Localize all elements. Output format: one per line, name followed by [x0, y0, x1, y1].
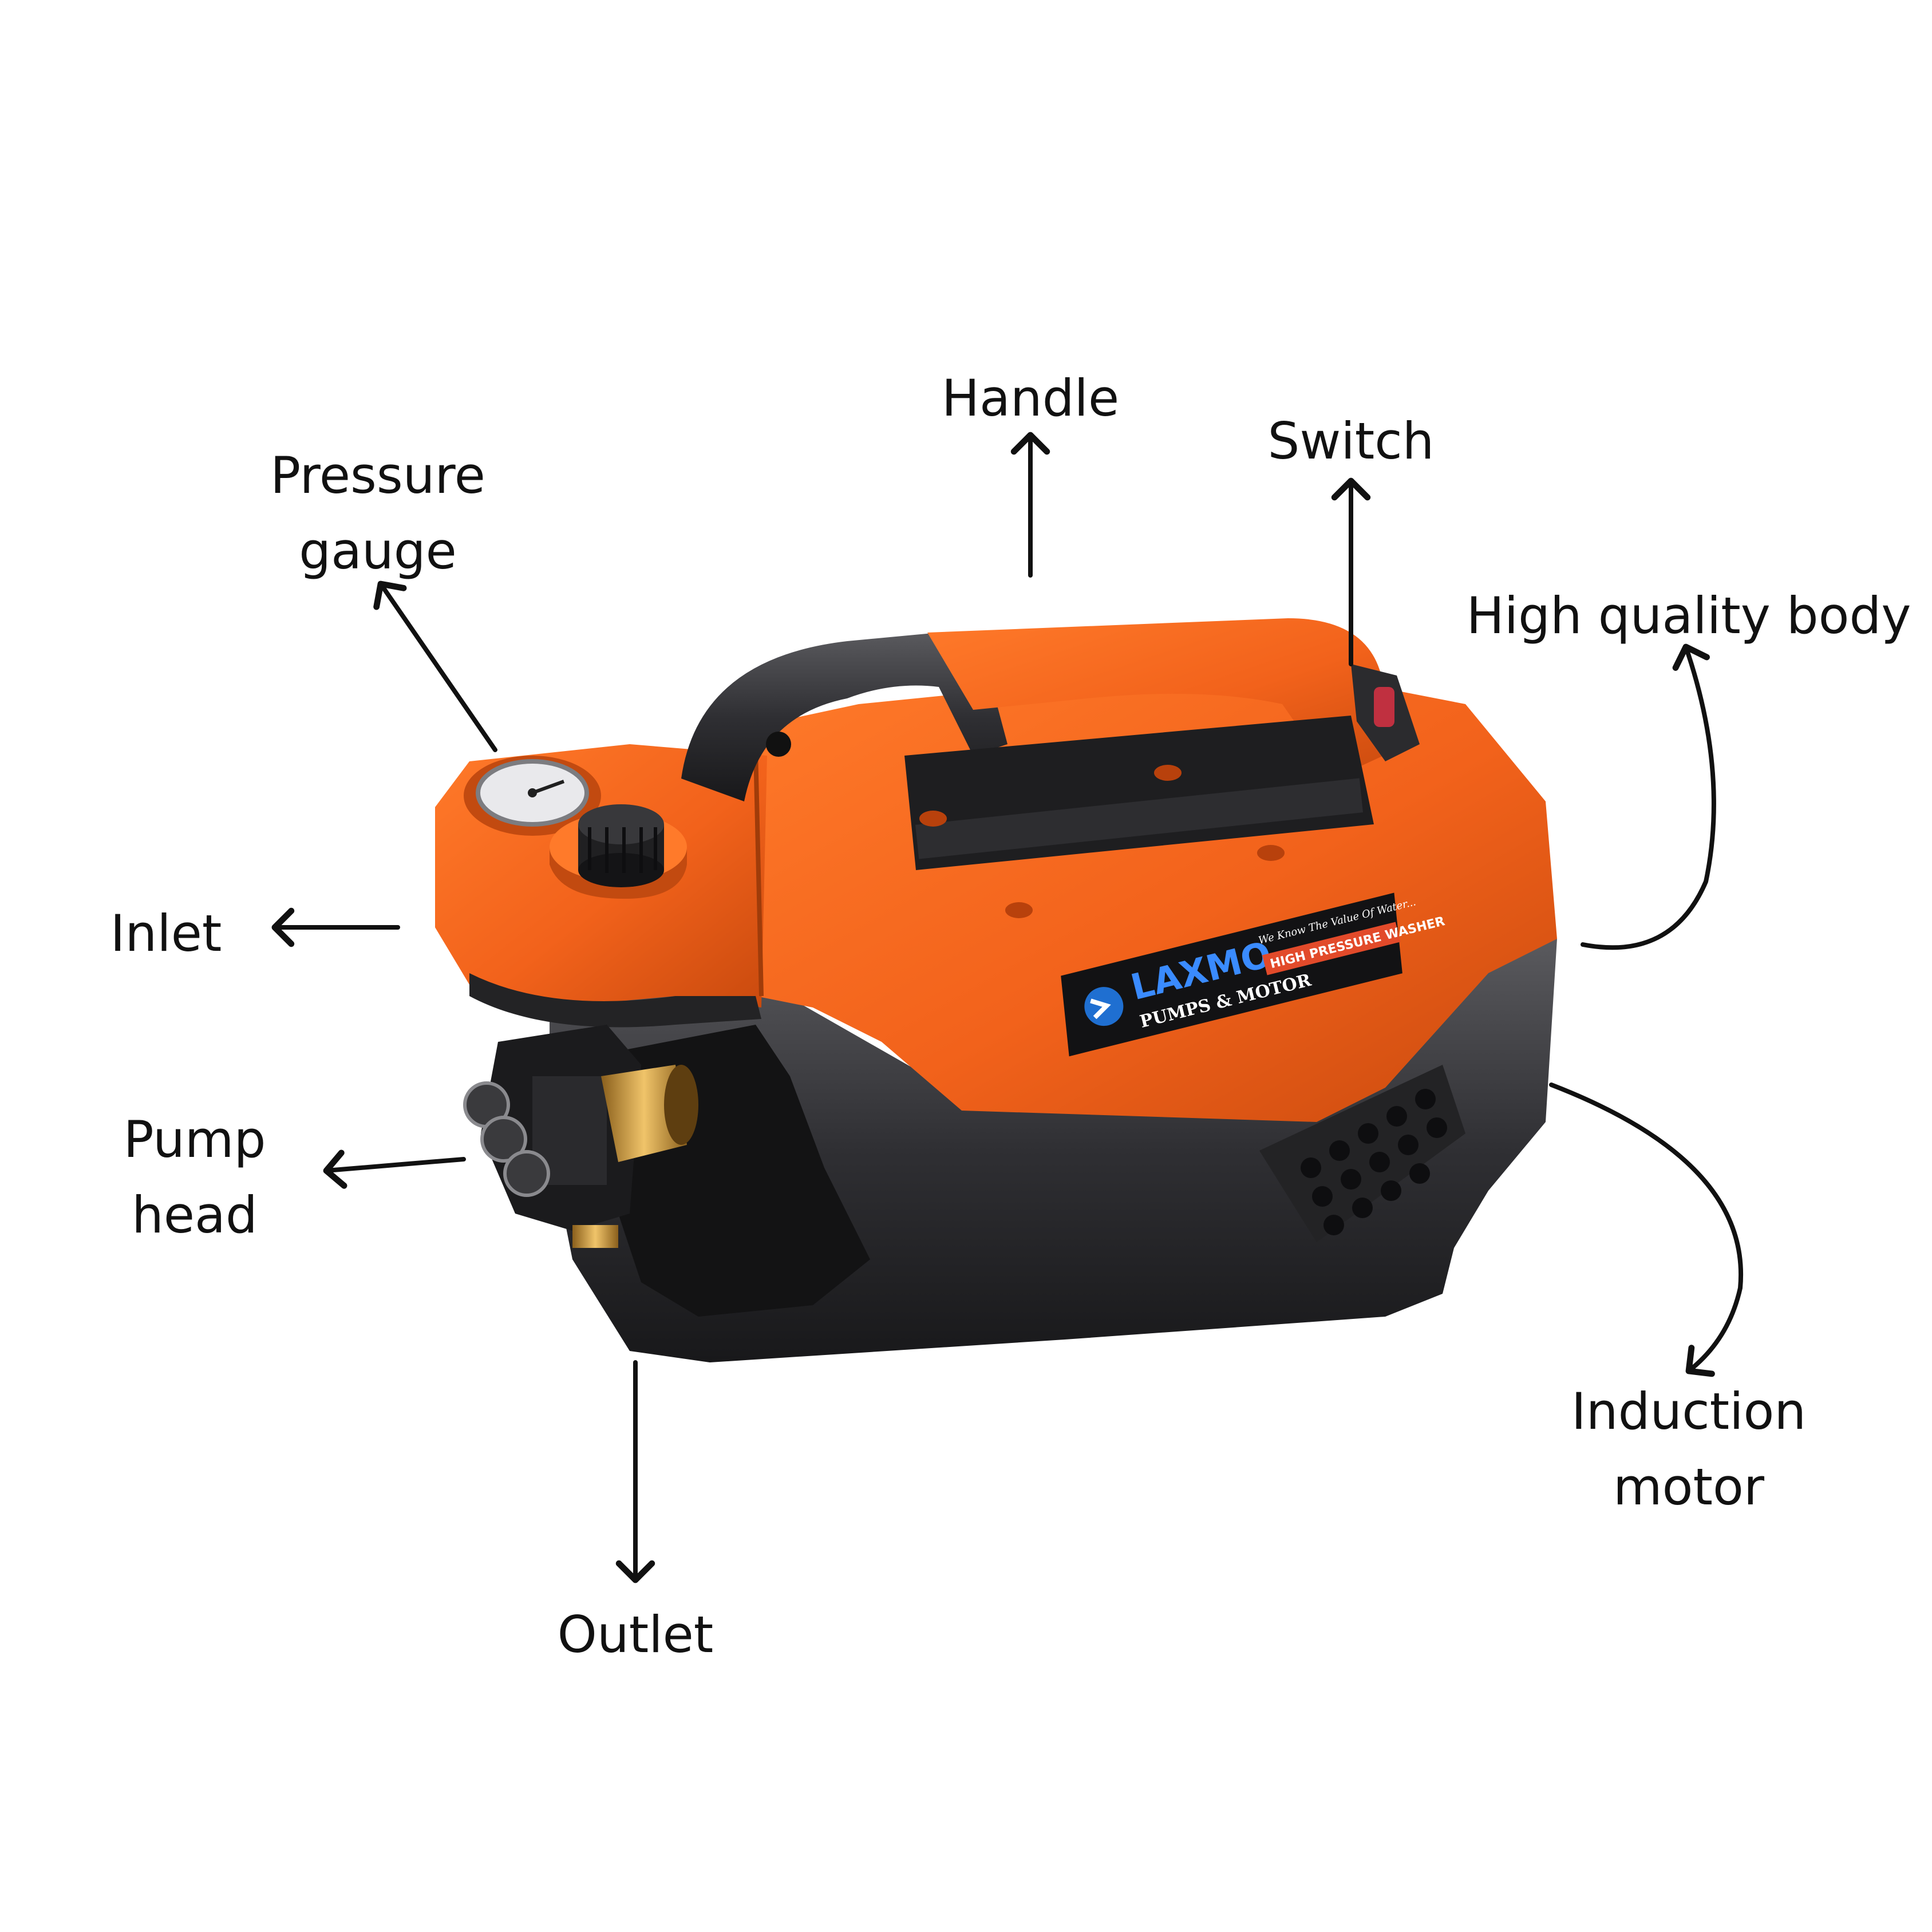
arrow-pump-head — [323, 1149, 466, 1189]
pump-head-assembly — [463, 1025, 698, 1248]
label-high-quality-body: High quality body — [1466, 586, 1911, 645]
label-outlet: Outlet — [557, 1605, 714, 1664]
label-switch: Switch — [1267, 412, 1435, 471]
pressure-gauge-dial — [464, 756, 601, 836]
label-inlet: Inlet — [110, 904, 222, 963]
label-pump-head: Pump head — [123, 1110, 266, 1244]
handle-top-orange — [927, 618, 1408, 779]
handle-frame — [681, 632, 1008, 801]
pressure-knob — [550, 804, 687, 899]
label-pressure-gauge: Pressure gauge — [270, 446, 485, 580]
washer-body: LAXMO PUMPS & MOTOR We Know The Value Of… — [435, 618, 1557, 1362]
arrow-high-quality-body — [1581, 643, 1716, 950]
callout-arrows — [271, 432, 1744, 1583]
label-handle: Handle — [941, 369, 1120, 428]
arrow-pressure-gauge — [373, 580, 497, 752]
label-induction-motor: Induction motor — [1571, 1382, 1807, 1516]
motor-vent-grille — [1259, 1065, 1465, 1242]
arrow-induction-motor — [1549, 1082, 1744, 1377]
